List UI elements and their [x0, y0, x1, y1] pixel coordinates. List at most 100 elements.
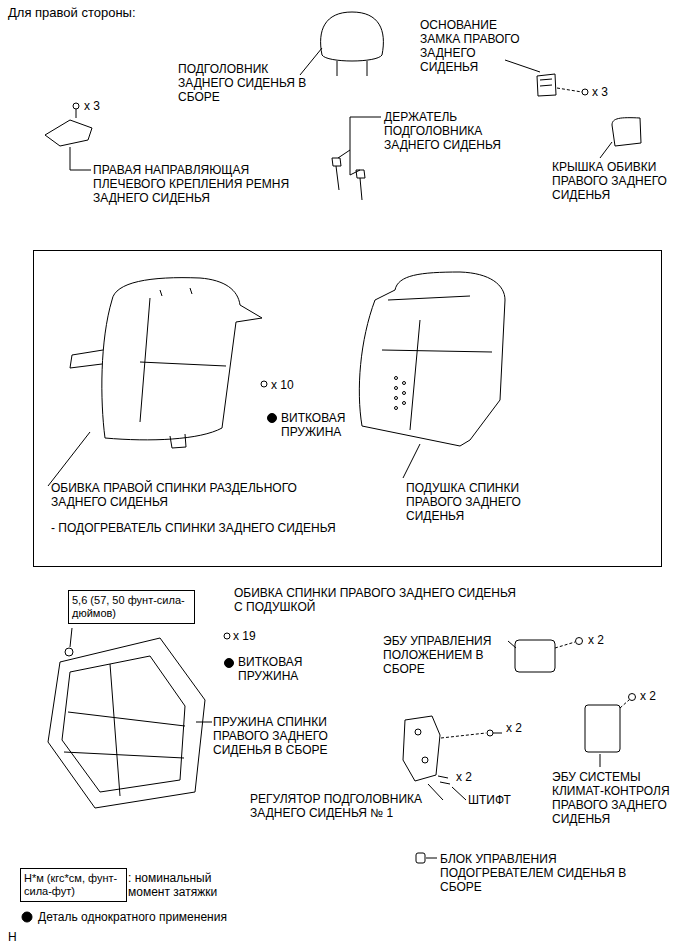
torque-bolt: [70, 628, 72, 647]
part-label: ПОДУШКА СПИНКИ ПРАВОГО ЗАДНЕГО СИДЕНЬЯ: [406, 481, 556, 523]
part-label: ПОДГОЛОВНИК ЗАДНЕГО СИДЕНЬЯ В СБОРЕ: [178, 62, 308, 104]
callout-number: x 10: [271, 378, 311, 392]
leader-line: [300, 48, 322, 75]
one-time-mark: [225, 659, 234, 668]
seatback-cover: [102, 278, 262, 440]
seatback-cover: [70, 350, 103, 368]
part-label: КРЫШКА ОБИВКИ ПРАВОГО ЗАДНЕГО СИДЕНЬЯ: [552, 160, 682, 202]
coil-spring: [261, 381, 267, 387]
torque-bolt: [65, 648, 73, 656]
callout-number: x 3: [592, 85, 622, 99]
position-ecu: [576, 638, 583, 645]
coil-spring: [261, 381, 267, 387]
one-time-mark: [268, 414, 277, 423]
part-label: ДЕРЖАТЕЛЬ ПОДГОЛОВНИКА ЗАДНЕГО СИДЕНЬЯ: [384, 110, 534, 152]
bolt: [76, 109, 77, 118]
belt-guide: [45, 120, 92, 146]
headrest-holders: [332, 158, 365, 200]
seatback-pad: [359, 272, 505, 478]
box-text: Н*м (кгс*см, фунт-сила-фут): [24, 872, 122, 898]
seatback-pad: [395, 387, 398, 390]
belt-guide: [45, 120, 92, 170]
one-time-mark: [22, 912, 32, 922]
callout-number: x 19: [233, 629, 267, 643]
seatback-pad: [403, 402, 406, 405]
headrest-regulator: [403, 716, 502, 800]
lock-base: [505, 60, 540, 72]
heater-control-unit: [426, 858, 437, 859]
headrest-regulator: [438, 776, 450, 784]
callout-number: x 2: [640, 689, 670, 703]
lock-base: [582, 89, 588, 95]
part-label: ЭБУ УПРАВЛЕНИЯ ПОЛОЖЕНИЕМ В СБОРЕ: [383, 634, 509, 676]
part-label: ПРУЖИНА СПИНКИ ПРАВОГО ЗАДНЕГО СИДЕНЬЯ В…: [213, 715, 363, 757]
trim-cover: [600, 142, 612, 158]
part-label: ЭБУ СИСТЕМЫ КЛИМАТ-КОНТРОЛЯ ПРАВОГО ЗАДН…: [552, 770, 682, 826]
headrest-holders: [332, 117, 381, 200]
climate-ecu: [629, 694, 636, 701]
bolt: [73, 103, 79, 118]
seatback-pad: [395, 407, 398, 410]
lock-base: [540, 79, 552, 86]
part-label: ШТИФТ: [468, 793, 528, 807]
seatback-cover: [48, 432, 90, 486]
seatback-spring-frame: [48, 638, 205, 808]
heater-control-unit: [416, 853, 425, 863]
assembly-group-box: ОБИВКА СПИНКИ ПРАВОГО ЗАДНЕГО СИДЕНЬЯ С …: [33, 250, 662, 567]
headrest-regulator: [422, 757, 428, 763]
seatback-pad: [403, 382, 406, 385]
seatback-cover: [140, 288, 226, 422]
torque-box: 5,6 (57, 50 фунт-сила-дюймов): [68, 590, 195, 624]
seatback-spring-frame: [64, 664, 185, 796]
headrest-regulator: [441, 733, 486, 738]
climate-ecu: [620, 700, 629, 708]
part-label: ВИТКОВАЯ ПРУЖИНА: [238, 655, 333, 683]
part-label: ВИТКОВАЯ ПРУЖИНА: [281, 411, 376, 439]
seatback-pad: [403, 444, 420, 478]
climate-ecu: [600, 754, 601, 767]
legend-text: Деталь однократного применения: [38, 910, 278, 924]
bolt: [73, 103, 79, 109]
part-label: ОСНОВАНИЕ ЗАМКА ПРАВОГО ЗАДНЕГО СИДЕНЬЯ: [420, 18, 535, 74]
part-label: - ПОДОГРЕВАТЕЛЬ СПИНКИ ЗАДНЕГО СИДЕНЬЯ: [51, 521, 411, 535]
position-ecu: [508, 641, 516, 648]
leader-line: [300, 48, 322, 75]
callout-number: x 2: [588, 633, 618, 647]
part-label: БЛОК УПРАВЛЕНИЯ ПОДОГРЕВАТЕЛЕМ СИДЕНЬЯ В…: [440, 852, 645, 894]
headrest-regulator: [403, 716, 440, 781]
one-time-mark: [22, 912, 32, 922]
lock-base: [537, 74, 556, 96]
trim-cover: [612, 118, 641, 146]
heater-control-unit: [416, 853, 437, 863]
group-heading: ОБИВКА СПИНКИ ПРАВОГО ЗАДНЕГО СИДЕНЬЯ С …: [234, 586, 524, 614]
page-title: Для правой стороны:: [8, 6, 136, 20]
coil-spring: [224, 633, 230, 639]
headrest-regulator: [487, 730, 493, 736]
callout-number: x 2: [506, 721, 536, 735]
seatback-pad: [395, 377, 398, 380]
headrest: [321, 12, 384, 61]
seatback-cover: [170, 434, 186, 448]
climate-ecu: [585, 694, 636, 768]
lock-base: [557, 88, 582, 92]
trim-cover: [600, 118, 641, 158]
seatback-pad: [382, 296, 492, 430]
seatback-cover: [48, 278, 262, 486]
legend-sample-box: Н*м (кгс*см, фунт-сила-фут): [20, 868, 127, 902]
callout-number: x 2: [456, 770, 486, 784]
seatback-pad: [403, 392, 406, 395]
position-ecu: [515, 640, 555, 672]
box-text: 5,6 (57, 50 фунт-сила-дюймов): [72, 594, 190, 620]
coil-spring: [224, 633, 230, 639]
headrest-regulator: [428, 784, 466, 800]
part-label: ОБИВКА ПРАВОЙ СПИНКИ РАЗДЕЛЬНОГО ЗАДНЕГО…: [51, 481, 351, 509]
legend-text: : номинальный момент затяжки: [128, 871, 248, 899]
torque-bolt: [65, 628, 73, 656]
one-time-mark: [225, 659, 234, 668]
callout-number: x 3: [84, 99, 114, 113]
figure-code: Н: [8, 930, 28, 944]
headrest: [321, 12, 384, 76]
part-label: ПРАВАЯ НАПРАВЛЯЮЩАЯ ПЛЕЧЕВОГО КРЕПЛЕНИЯ …: [93, 163, 293, 205]
belt-guide: [70, 147, 91, 170]
lock-base: [505, 60, 588, 96]
